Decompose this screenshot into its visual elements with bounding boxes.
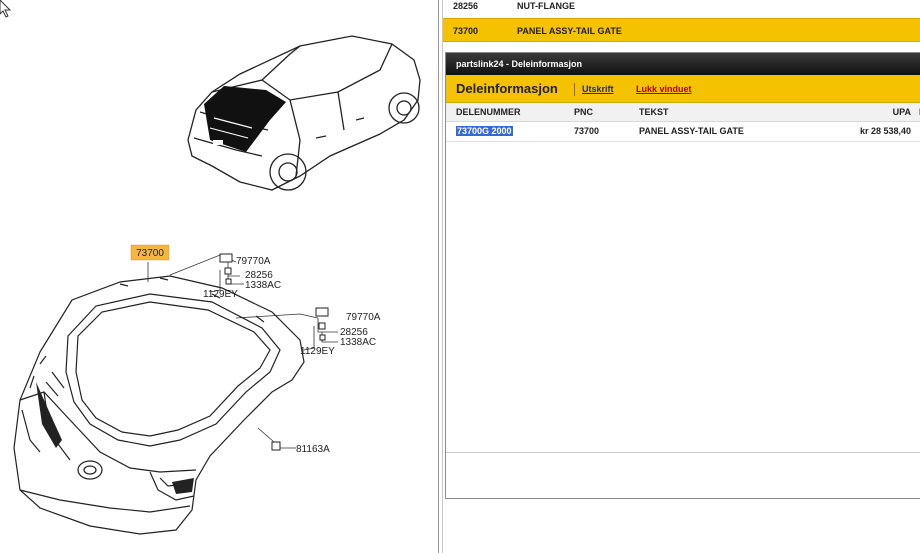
callout-28256-2: 28256 [340, 327, 368, 338]
row-pnc: 73700 [453, 26, 479, 36]
row-text: NUT-FLANGE [517, 1, 575, 11]
cell-pnc: 73700 [574, 121, 639, 142]
callout-79770A-2: 79770A [346, 312, 381, 323]
col-header-upa[interactable]: UPA [819, 103, 915, 122]
main-part-label-box [130, 244, 170, 261]
callout-1338AC-2: 1338AC [340, 337, 376, 348]
part-info-popup: partslink24 - Deleinformasjon Deleinform… [445, 52, 920, 499]
col-header-d[interactable]: D [915, 103, 920, 122]
fastener-icons [219, 253, 329, 451]
parts-list-row[interactable]: 28256 NUT-FLANGE [443, 0, 920, 17]
header-divider [574, 83, 575, 96]
callout-81163A: 81163A [296, 444, 330, 455]
popup-header: Deleinformasjon Utskrift Lukk vinduet [446, 75, 920, 103]
cell-d [915, 121, 920, 142]
cell-price: kr 28 538,40 [819, 121, 915, 142]
diagram-canvas: 73700 79770A 28256 1338AC 1129EY 79770A … [0, 0, 421, 535]
part-number-selected-text[interactable]: 73700G 2000 [456, 126, 513, 136]
parts-list-pane: 28256 NUT-FLANGE 73700 PANEL ASSY-TAIL G… [443, 0, 920, 553]
col-header-part-number[interactable]: DELENUMMER [446, 103, 574, 122]
popup-title-bar[interactable]: partslink24 - Deleinformasjon [446, 53, 920, 75]
part-info-table: DELENUMMER PNC TEKST UPA D 73700G 2000 7… [446, 103, 920, 142]
table-row[interactable]: 73700G 2000 73700 PANEL ASSY-TAIL GATE k… [446, 121, 920, 142]
cell-part-number[interactable]: 73700G 2000 [446, 121, 574, 142]
callout-79770A-1: 79770A [236, 256, 271, 267]
popup-empty-area [446, 141, 920, 452]
tailgate-panel-drawing [13, 275, 305, 535]
tailgate-highlight [204, 86, 286, 152]
parts-list-row-selected[interactable]: 73700 PANEL ASSY-TAIL GATE [443, 18, 920, 42]
car-emblem-icon [213, 140, 223, 145]
popup-footer [446, 452, 920, 498]
popup-heading: Deleinformasjon [456, 81, 558, 96]
callout-28256-1: 28256 [245, 270, 273, 281]
callout-1338AC-1: 1338AC [245, 280, 281, 291]
pane-splitter[interactable] [438, 0, 443, 553]
table-header-row: DELENUMMER PNC TEKST UPA D [446, 103, 920, 122]
col-header-pnc[interactable]: PNC [574, 103, 639, 122]
print-link[interactable]: Utskrift [582, 84, 614, 94]
row-pnc: 28256 [453, 1, 479, 11]
callout-1129EY-1: 1129EY [203, 289, 238, 300]
parts-diagram[interactable]: 73700 79770A 28256 1338AC 1129EY 79770A … [0, 0, 438, 553]
mouse-cursor-icon [0, 0, 12, 18]
callout-1129EY-2: 1129EY [300, 346, 335, 357]
main-part-label: 73700 [136, 248, 164, 259]
col-header-text[interactable]: TEKST [639, 103, 819, 122]
close-window-link[interactable]: Lukk vinduet [636, 84, 692, 94]
row-text: PANEL ASSY-TAIL GATE [517, 26, 622, 36]
cell-text: PANEL ASSY-TAIL GATE [639, 121, 819, 142]
